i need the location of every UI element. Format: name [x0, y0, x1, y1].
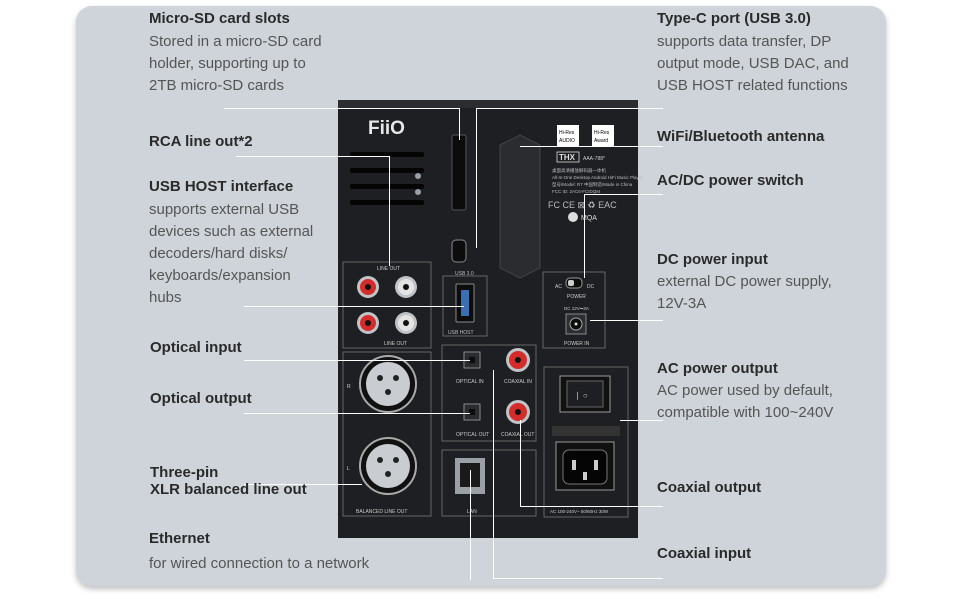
label-usb-host-desc-4: keyboards/expansion	[149, 267, 291, 284]
label-rca-title: RCA line out*2	[149, 133, 253, 150]
hires-text: Award	[594, 138, 608, 144]
lineout-label: LINE OUT	[377, 266, 400, 272]
device-top-edge	[338, 100, 638, 108]
lan-label: LAN	[467, 509, 477, 515]
info-text: All-In-One Desktop Android HiFi Music Pl…	[552, 175, 643, 180]
vent-slot	[350, 200, 424, 205]
label-coax-in-title: Coaxial input	[657, 545, 752, 562]
label-ac-out-desc-1: AC power used by default,	[657, 382, 833, 399]
label-wifi-title: WiFi/Bluetooth antenna	[657, 128, 825, 145]
thx-logo: THX	[559, 153, 576, 162]
label-usb-host-desc-1: supports external USB	[149, 201, 300, 218]
xlr-left-shell	[366, 444, 410, 488]
xlr-frame	[342, 351, 432, 517]
hires-badge-1	[557, 125, 579, 147]
label-usb-host-title: USB HOST interface	[149, 178, 294, 195]
type-c-port	[451, 239, 467, 263]
label-micro-sd-title: Micro-SD card slots	[149, 10, 290, 27]
hires-text: Hi-Res	[594, 130, 610, 136]
balanced-label: BALANCED LINE OUT	[356, 509, 407, 515]
lineout-label-bottom: LINE OUT	[384, 341, 407, 347]
vent-slot	[350, 152, 424, 157]
label-ac-out-desc-2: compatible with 100~240V	[657, 404, 834, 421]
optical-out-label: OPTICAL OUT	[456, 432, 489, 438]
label-type-c-desc-3: USB HOST related functions	[657, 77, 848, 94]
label-usb-host-desc-2: devices such as external	[149, 223, 314, 240]
info-text: 桌面高清播放解码器一体机	[552, 167, 606, 174]
warning-plate	[552, 426, 620, 436]
micro-sd-slot	[451, 134, 467, 211]
hires-text: AUDIO	[559, 138, 575, 144]
usbhost-label: USB HOST	[448, 330, 474, 336]
switch-marking: ❘ ○	[574, 391, 588, 400]
screw-icon	[415, 173, 421, 179]
vent-slot	[350, 168, 424, 173]
label-dc-in-desc-1: external DC power supply,	[657, 273, 832, 290]
digital-io-frame	[441, 344, 537, 442]
hires-badge-2	[592, 125, 614, 147]
xlr-right-shell	[366, 362, 410, 406]
mqa-logo-icon	[568, 212, 578, 222]
label-xlr-title-2: XLR balanced line out	[150, 481, 307, 498]
thx-code: AAA-788*	[583, 156, 605, 162]
label-dc-in-desc-2: 12V-3A	[657, 295, 707, 312]
ac-frame	[543, 366, 629, 518]
coaxial-in-label: COAXIAL IN	[504, 379, 532, 385]
label-type-c-desc-1: supports data transfer, DP	[657, 33, 832, 50]
info-text: FCC ID: 2AC6-FCIDQM	[552, 189, 600, 194]
ac-spec-label: AC 100-240V~ 50/60Hz 30W	[550, 509, 609, 514]
mqa-text: MQA	[581, 215, 597, 222]
device-brand: FiiO	[368, 118, 405, 139]
usb-host-tongue	[461, 290, 469, 316]
label-ac-out-title: AC power output	[657, 360, 778, 377]
label-micro-sd-desc-2: holder, supporting up to	[149, 55, 306, 72]
label-ethernet-desc: for wired connection to a network	[149, 555, 370, 572]
power-in-label: POWER IN	[564, 341, 590, 347]
dc-spec: DC 12V⎓3A	[564, 306, 589, 311]
dc-label: DC	[587, 284, 595, 290]
label-micro-sd-desc-1: Stored in a micro-SD card	[149, 33, 322, 50]
label-micro-sd-desc-3: 2TB micro-SD cards	[149, 77, 285, 94]
label-dc-in-title: DC power input	[657, 251, 768, 268]
dc-pin	[574, 322, 578, 326]
cert-icons: FC CE ⊠ ♻ EAC	[548, 200, 617, 210]
label-xlr-title-1: Three-pin	[150, 464, 219, 481]
power-frame	[542, 271, 606, 349]
label-ethernet-title: Ethernet	[149, 530, 210, 547]
hires-text: Hi-Res	[559, 130, 575, 136]
coaxial-out-label: COAXIAL OUT	[501, 432, 534, 438]
label-type-c-title: Type-C port (USB 3.0)	[657, 10, 811, 27]
antenna-cover	[499, 134, 541, 279]
usb30-label: USB 3.0	[455, 271, 474, 277]
switch-knob	[568, 280, 574, 286]
lineout-frame	[342, 261, 432, 349]
label-type-c-desc-2: output mode, USB DAC, and	[657, 55, 849, 72]
label-coax-out-title: Coaxial output	[657, 479, 762, 496]
screw-icon	[415, 189, 421, 195]
info-text: 型号/Model: R7 中国制造/Made in China	[552, 181, 633, 188]
label-optical-in-title: Optical input	[150, 339, 242, 356]
label-usb-host-desc-5: hubs	[149, 289, 182, 306]
label-acdc-title: AC/DC power switch	[657, 172, 804, 189]
optical-in-label: OPTICAL IN	[456, 379, 484, 385]
power-label: POWER	[567, 294, 586, 300]
label-usb-host-desc-3: decoders/hard disks/	[149, 245, 288, 262]
r-label: R	[347, 384, 351, 390]
ac-label: AC	[555, 284, 562, 290]
lan-frame	[441, 449, 537, 517]
thx-badge	[556, 151, 580, 163]
l-label: L	[347, 466, 350, 472]
vent-slot	[350, 184, 424, 189]
label-optical-out-title: Optical output	[150, 390, 252, 407]
